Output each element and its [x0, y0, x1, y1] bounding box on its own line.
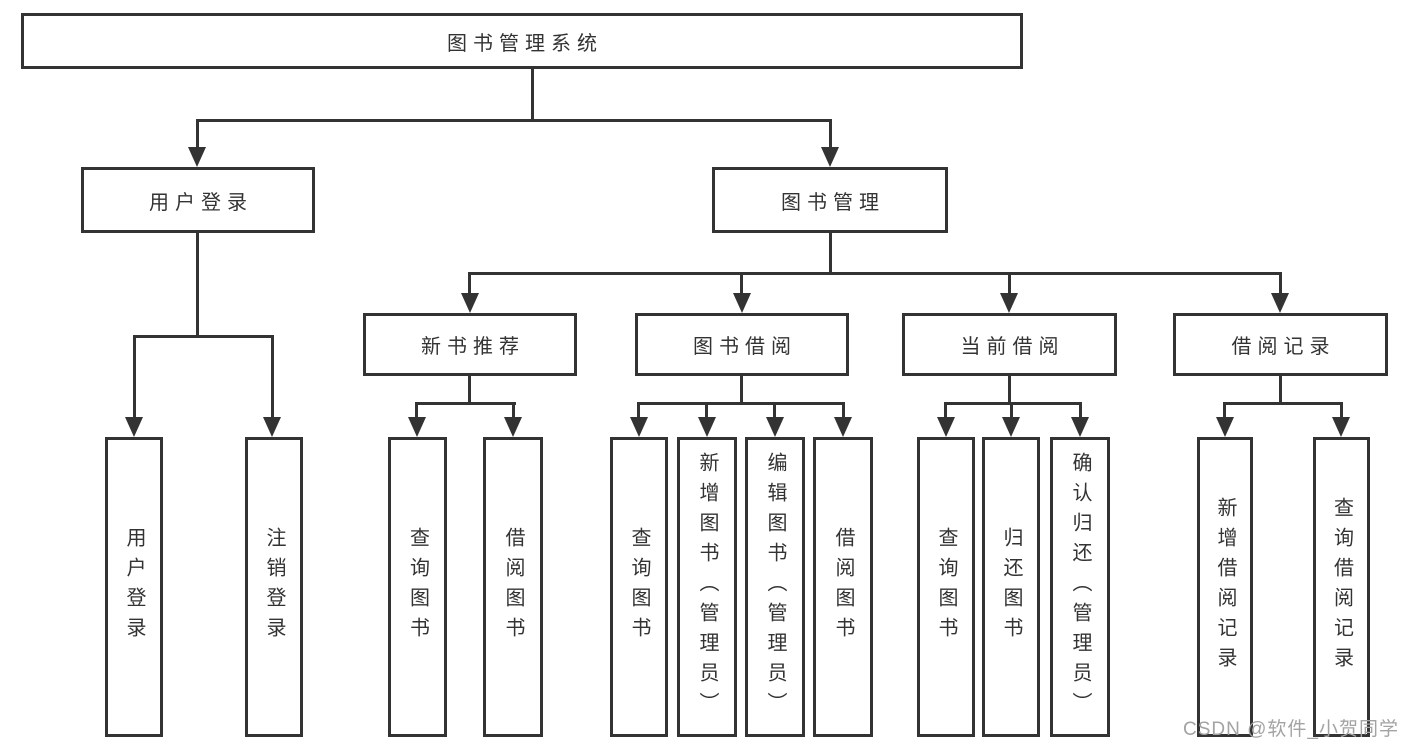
connector-line [415, 402, 418, 419]
connector-line [829, 119, 832, 151]
arrow-down-icon [504, 417, 522, 437]
leaf-current-confirm-return-admin-label: 确认归还（管理员） [1069, 452, 1091, 722]
node-root: 图书管理系统 [21, 13, 1023, 69]
leaf-newbook-query-books-label: 查询图书 [406, 527, 429, 647]
connector-line [1008, 272, 1011, 297]
node-current-borrowing-label: 当前借阅 [960, 336, 1065, 358]
arrow-down-icon [408, 417, 426, 437]
arrow-down-icon [937, 417, 955, 437]
connector-line [468, 376, 471, 405]
arrow-down-icon [1071, 417, 1089, 437]
connector-line [133, 335, 136, 419]
connector-line [740, 376, 743, 405]
connector-line [1008, 376, 1011, 405]
connector-line [829, 232, 832, 275]
leaf-logout-label: 注销登录 [263, 527, 285, 647]
leaf-newbook-borrow-books-label: 借阅图书 [502, 527, 524, 647]
node-borrowing-records: 借阅记录 [1173, 313, 1388, 376]
arrow-down-icon [188, 147, 206, 167]
arrow-down-icon [461, 293, 479, 313]
connector-line [637, 402, 640, 419]
leaf-borrowing-borrow-books: 借阅图书 [813, 437, 873, 737]
connector-line [637, 402, 845, 405]
arrow-down-icon [698, 417, 716, 437]
connector-line [468, 272, 1282, 275]
node-new-book-recommend: 新书推荐 [363, 313, 577, 376]
node-book-management-label: 图书管理 [781, 191, 885, 214]
arrow-down-icon [630, 417, 648, 437]
node-current-borrowing: 当前借阅 [902, 313, 1117, 376]
arrow-down-icon [821, 147, 839, 167]
connector-line [944, 402, 1082, 405]
leaf-borrowing-edit-books-admin: 编辑图书（管理员） [745, 437, 805, 737]
connector-line [1340, 402, 1343, 419]
watermark: CSDN @软件_小贺同学 [1183, 719, 1399, 740]
arrow-down-icon [1216, 417, 1234, 437]
leaf-records-query-record-label: 查询借阅记录 [1330, 497, 1353, 677]
connector-line [1223, 402, 1343, 405]
leaf-records-add-record: 新增借阅记录 [1197, 437, 1253, 737]
node-user-login: 用户登录 [81, 167, 315, 233]
connector-line [133, 335, 274, 338]
leaf-records-add-record-label: 新增借阅记录 [1214, 497, 1236, 677]
connector-line [740, 272, 743, 297]
leaf-user-login: 用户登录 [105, 437, 163, 737]
leaf-user-login-label: 用户登录 [123, 527, 145, 647]
leaf-borrowing-query-books: 查询图书 [610, 437, 668, 737]
connector-line [415, 402, 516, 405]
leaf-current-return-books: 归还图书 [982, 437, 1040, 737]
connector-line [468, 272, 471, 297]
leaf-borrowing-add-books-admin-label: 新增图书（管理员） [696, 452, 718, 722]
arrow-down-icon [263, 417, 281, 437]
node-user-login-label: 用户登录 [149, 191, 253, 214]
connector-line [271, 335, 274, 419]
arrow-down-icon [125, 417, 143, 437]
leaf-current-return-books-label: 归还图书 [1000, 527, 1022, 647]
connector-line [944, 402, 947, 419]
leaf-records-query-record: 查询借阅记录 [1313, 437, 1370, 737]
arrow-down-icon [1332, 417, 1350, 437]
node-book-management: 图书管理 [712, 167, 948, 233]
connector-line [842, 402, 845, 419]
connector-line [1279, 376, 1282, 405]
leaf-current-query-books-label: 查询图书 [935, 527, 957, 647]
connector-line [196, 232, 199, 338]
node-book-borrowing: 图书借阅 [635, 313, 849, 376]
connector-line [531, 68, 534, 121]
leaf-current-confirm-return-admin: 确认归还（管理员） [1050, 437, 1110, 737]
node-book-borrowing-label: 图书借阅 [693, 336, 797, 358]
node-new-book-recommend-label: 新书推荐 [421, 336, 525, 358]
connector-line [512, 402, 515, 419]
leaf-newbook-borrow-books: 借阅图书 [483, 437, 543, 737]
leaf-current-query-books: 查询图书 [917, 437, 975, 737]
connector-line [196, 119, 832, 122]
connector-line [1279, 272, 1282, 297]
leaf-borrowing-borrow-books-label: 借阅图书 [832, 527, 854, 647]
node-root-label: 图书管理系统 [447, 32, 603, 55]
connector-line [1223, 402, 1226, 419]
connector-line [1079, 402, 1082, 419]
leaf-borrowing-edit-books-admin-label: 编辑图书（管理员） [764, 452, 786, 722]
arrow-down-icon [733, 293, 751, 313]
leaf-borrowing-query-books-label: 查询图书 [628, 527, 650, 647]
arrow-down-icon [766, 417, 784, 437]
node-borrowing-records-label: 借阅记录 [1231, 336, 1336, 358]
arrow-down-icon [1000, 293, 1018, 313]
connector-line [196, 119, 199, 151]
connector-line [773, 402, 776, 419]
arrow-down-icon [1271, 293, 1289, 313]
arrow-down-icon [834, 417, 852, 437]
leaf-newbook-query-books: 查询图书 [388, 437, 447, 737]
arrow-down-icon [1002, 417, 1020, 437]
leaf-logout: 注销登录 [245, 437, 303, 737]
connector-line [1010, 402, 1013, 419]
leaf-borrowing-add-books-admin: 新增图书（管理员） [677, 437, 737, 737]
connector-line [705, 402, 708, 419]
